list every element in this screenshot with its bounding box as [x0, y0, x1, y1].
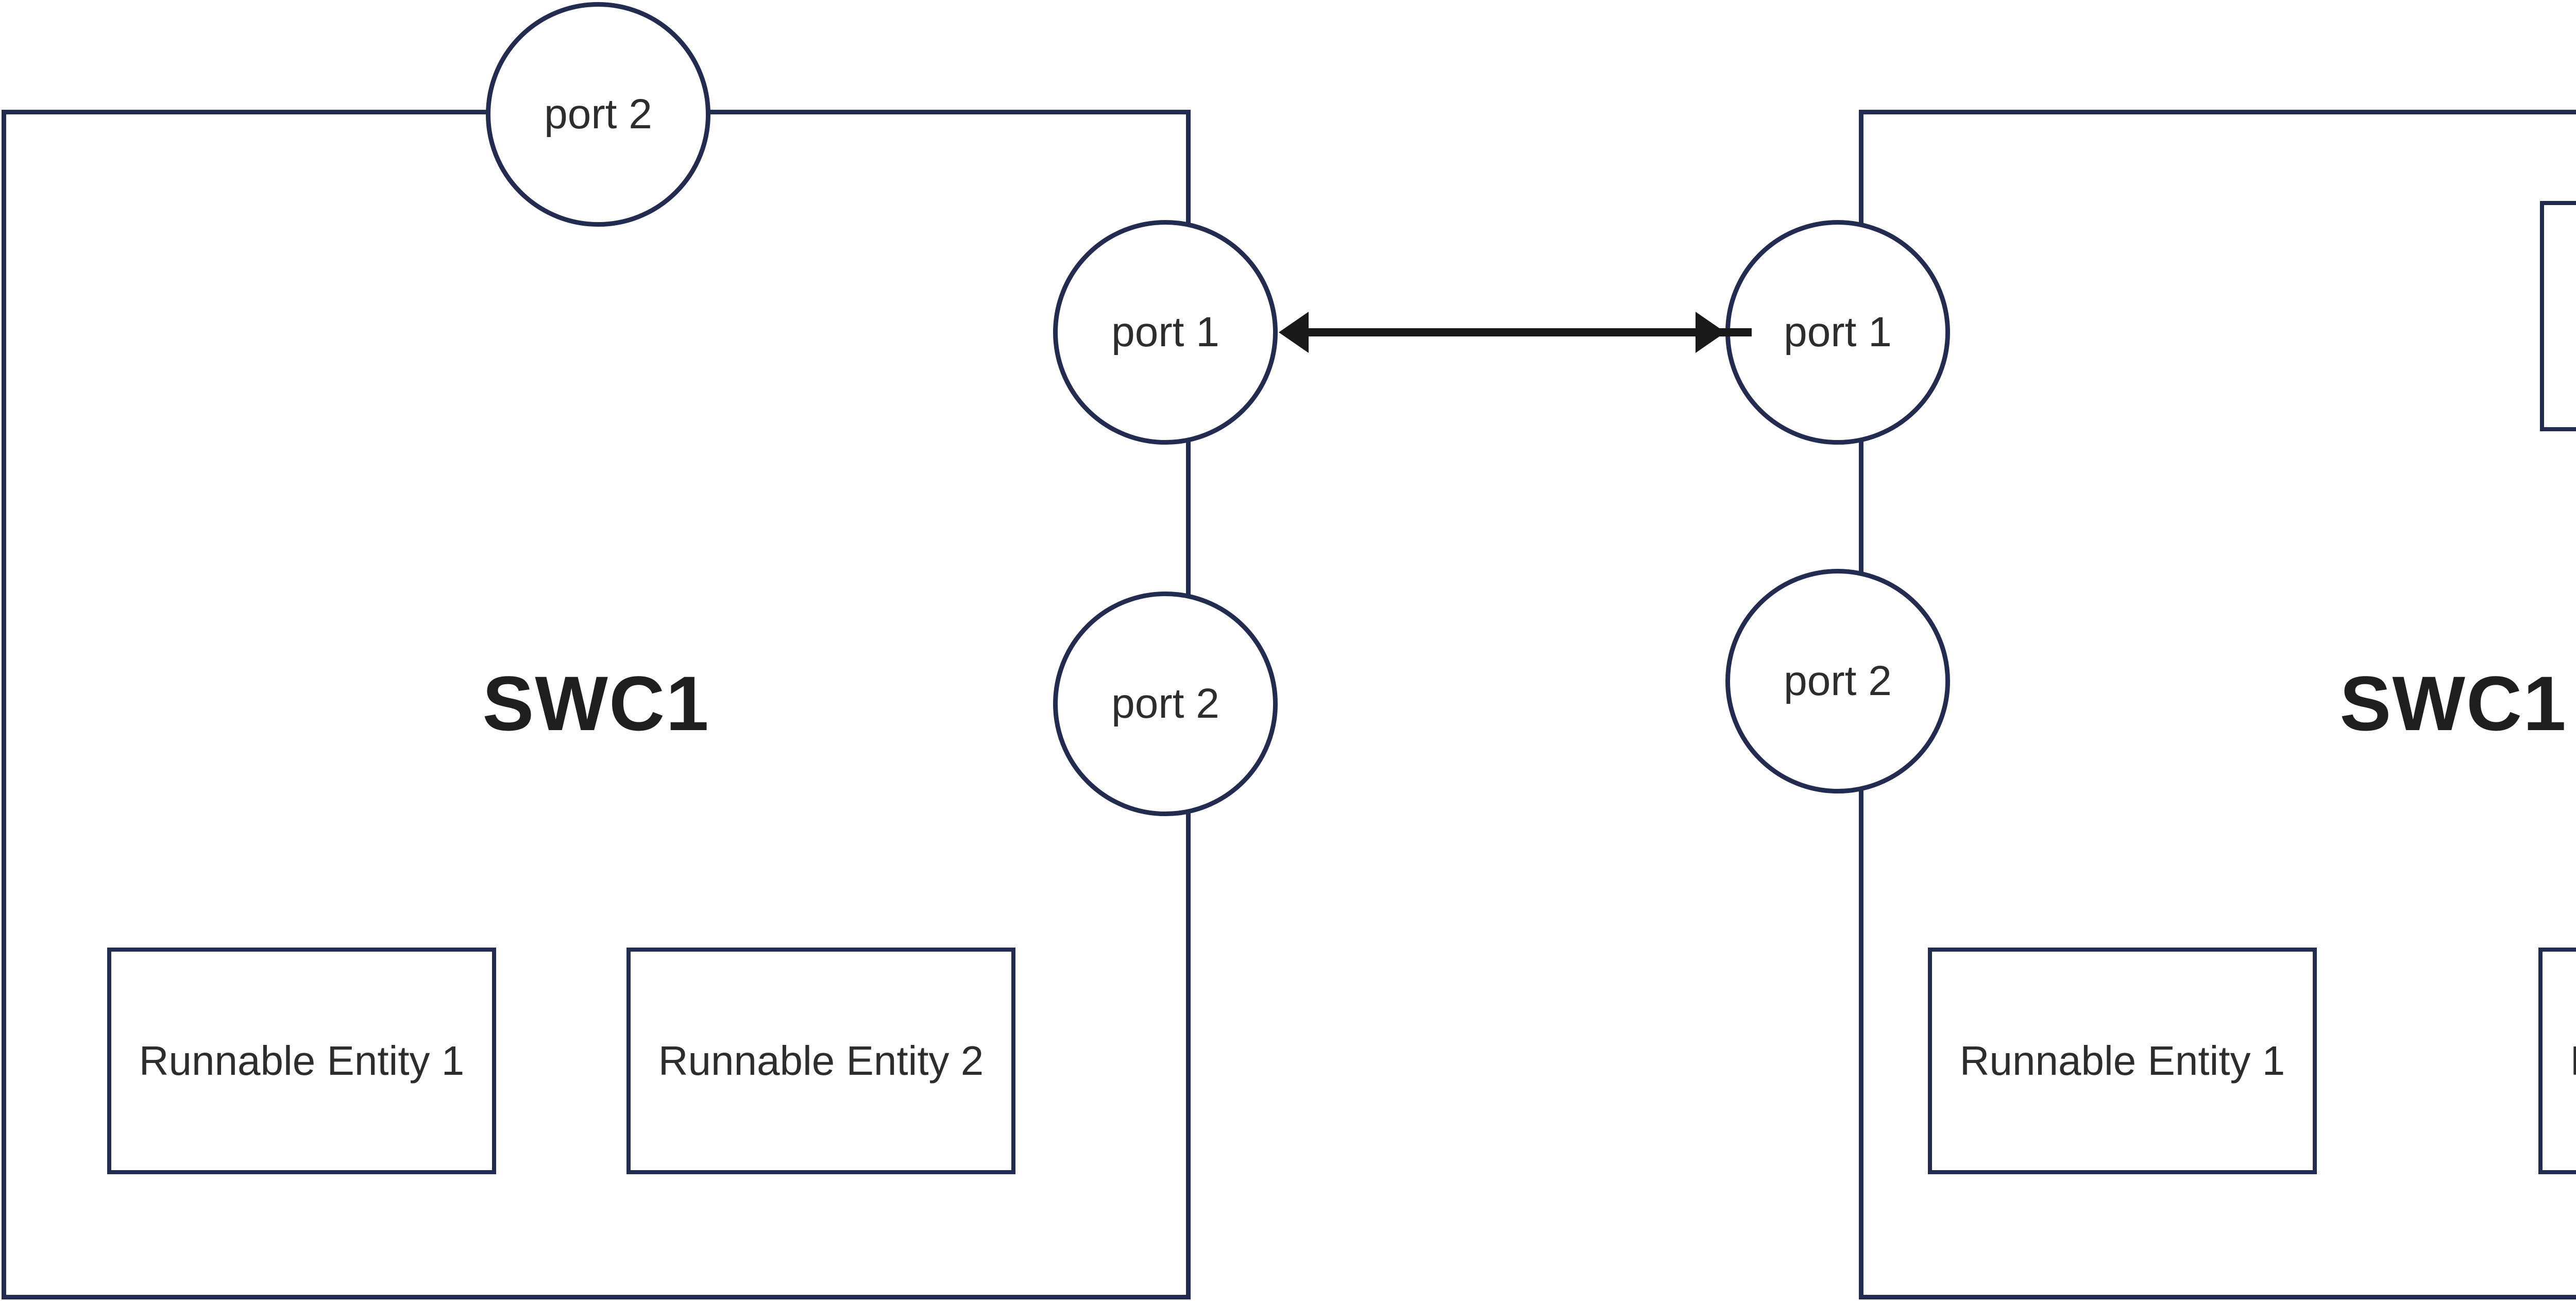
- port-circle-right-port2: port 2: [1725, 569, 1950, 793]
- port-circle-left-port2: port 2: [1053, 592, 1278, 816]
- port-label: port 2: [544, 91, 652, 138]
- runnable-label: Runnable Entity 3: [2573, 295, 2576, 337]
- swc-left-title: SWC1: [482, 660, 710, 747]
- port-circle-left-top: port 2: [486, 2, 710, 227]
- runnable-label: Runnable Entity 1: [1959, 1038, 2285, 1084]
- runnable-box-right-1: Runnable Entity 1: [1928, 948, 2317, 1174]
- runnable-box-right-3: Runnable Entity 3: [2540, 201, 2576, 431]
- swc-right-title: SWC1: [2340, 660, 2567, 747]
- runnable-box-left-2: Runnable Entity 2: [626, 948, 1015, 1174]
- runnable-label: Runnable Entity 1: [139, 1038, 465, 1084]
- arrowhead-right-icon: [1696, 312, 1725, 353]
- port-label: port 2: [1111, 680, 1219, 727]
- runnable-label: Runnable Entity 2: [2570, 1040, 2576, 1082]
- arrowhead-left-icon: [1279, 312, 1309, 353]
- runnable-label: Runnable Entity 2: [658, 1038, 984, 1084]
- port-label: port 1: [1111, 309, 1219, 356]
- runnable-box-right-2: Runnable Entity 2: [2538, 948, 2576, 1174]
- runnable-box-left-1: Runnable Entity 1: [107, 948, 496, 1174]
- connector-arrow-shaft: [1298, 328, 1752, 336]
- port-label: port 1: [1784, 309, 1892, 356]
- port-label: port 2: [1784, 657, 1892, 704]
- port-circle-left-port1: port 1: [1053, 220, 1278, 445]
- port-circle-right-port1: port 1: [1725, 220, 1950, 445]
